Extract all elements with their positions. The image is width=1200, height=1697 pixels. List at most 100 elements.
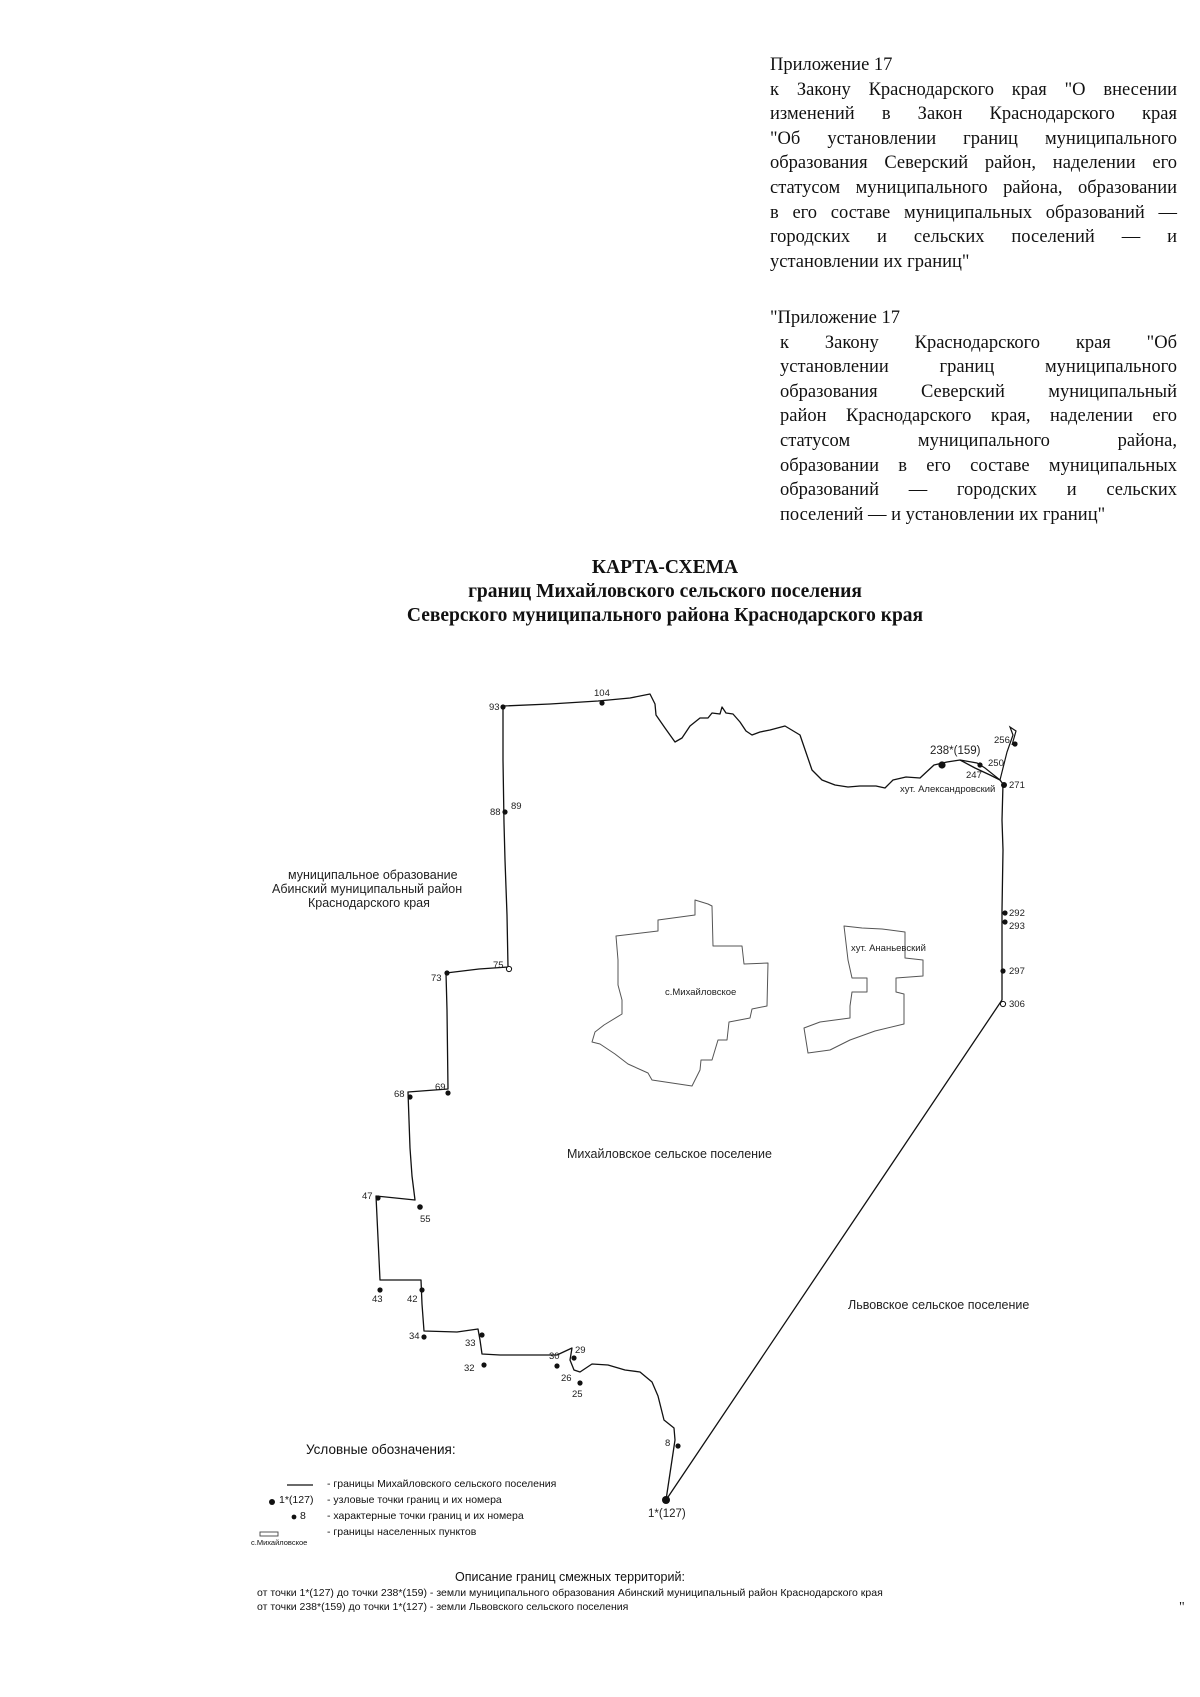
header-line: Приложение 17 [770,55,893,75]
header-line: изменений в Закон Краснодарского края [770,104,1177,125]
boundary-point-marker [375,1195,381,1201]
header-line: к Закону Краснодарского края "Об [780,332,1177,353]
boundary-point-marker [675,1443,681,1449]
legend-item-symbol-label: 1*(127) [279,1494,314,1506]
boundary-point-markers [375,700,1018,1449]
header-line: статусом муниципального района, образова… [770,177,1177,198]
boundary-point-label: 292 [1009,908,1025,919]
boundary-point-marker [1001,782,1007,788]
header-line: к Закону Краснодарского края "О внесении [770,79,1177,100]
nodal-point-marker [938,761,946,769]
boundary-point-marker [571,1355,577,1361]
boundary-point-label: 55 [420,1214,431,1225]
region-label-abinsky: Краснодарского края [308,896,430,910]
legend-item-text: - границы Михайловского сельского поселе… [327,1478,557,1490]
closing-quote-mark: " [1179,1600,1185,1615]
nodal-point-marker [662,1496,670,1504]
description-line: от точки 238*(159) до точки 1*(127) - зе… [257,1601,629,1613]
boundary-point-marker [481,1362,487,1368]
map-title-line: границ Михайловского сельского поселения [468,581,862,602]
legend-item-text: - характерные точки границ и их номера [327,1510,524,1522]
description-title: Описание границ смежных территорий: [455,1570,685,1584]
boundary-point-marker [445,1090,451,1096]
nodal-point-label: 1*(127) [648,1508,686,1520]
legend-nodal-point-symbol [269,1499,275,1505]
village-label-alexandrovsky: хут. Александровский [900,784,995,795]
header-block-appendix-amendment: Приложение 17 к Закону Краснодарского кр… [770,53,1177,274]
boundary-point-marker [479,1332,485,1338]
header-line: район Краснодарского края, наделении его [780,406,1177,427]
header-line: "Приложение 17 [770,308,900,328]
region-label-mikhailovskoe-settlement: Михайловское сельское поселение [567,1147,772,1161]
boundary-point-marker [1012,741,1018,747]
header-line: "Об установлении границ муниципального [770,128,1177,149]
boundary-point-label: 88 [490,807,501,818]
legend-village-boundary-symbol [259,1531,279,1537]
boundary-point-label: 104 [594,688,610,699]
boundary-point-label: 42 [407,1294,418,1305]
boundary-point-label: 47 [362,1191,373,1202]
boundary-point-marker [421,1334,427,1340]
boundary-point-label: 73 [431,973,442,984]
legend-item-text: - границы населенных пунктов [327,1526,477,1538]
boundary-point-marker [417,1204,423,1210]
header-line: поселений — и установлении их границ" [780,504,1106,525]
boundary-point-label: 250 [988,758,1004,769]
boundary-point-label: 306 [1009,999,1025,1010]
boundary-point-label: 29 [575,1345,586,1356]
boundary-point-label: 34 [409,1331,420,1342]
boundary-point-marker [444,970,450,976]
description-line: от точки 1*(127) до точки 238*(159) - зе… [257,1587,883,1599]
legend-title: Условные обозначения: [306,1442,456,1457]
boundary-point-marker [577,1380,583,1386]
boundary-point-label: 247 [966,770,982,781]
boundary-point-label: 271 [1009,780,1025,791]
boundary-point-marker [502,809,508,815]
legend-item-symbol-label: 8 [300,1510,306,1522]
boundary-point-label: 25 [572,1389,583,1400]
boundary-point-label: 256 [994,735,1010,746]
boundary-point-label: 33 [465,1338,476,1349]
header-line: статусом муниципального района, [780,430,1177,451]
boundary-point-label: 8 [665,1438,670,1449]
legend-item-text: - узловые точки границ и их номера [327,1494,502,1506]
header-line: установлении их границ" [770,251,970,272]
boundary-point-marker [500,704,506,710]
settlement-boundary-line [665,999,1003,1501]
boundary-point-marker [377,1287,383,1293]
settlement-boundary-line [999,779,1004,1000]
boundary-point-label: 297 [1009,966,1025,977]
boundary-point-marker [977,762,983,768]
village-label-mikhailovskoe: с.Михайловское [665,987,736,998]
boundary-point-marker [1002,919,1008,925]
map-title-line: Северского муниципального района Краснод… [406,605,924,626]
region-label-abinsky: муниципальное образование [288,868,458,882]
boundary-point-label: 69 [435,1082,446,1093]
boundary-point-marker [505,965,513,973]
header-line: образований — городских и сельских [780,480,1177,501]
header-line: в его составе муниципальных образований … [770,202,1177,223]
settlement-boundary-line [375,693,1001,1501]
boundary-point-marker [999,1000,1007,1008]
village-boundary-ananyevsky [803,925,924,1054]
map-title-line: КАРТА-СХЕМА [591,557,739,578]
map-title: КАРТА-СХЕМА границ Михайловского сельско… [0,556,1200,628]
boundary-point-label: 68 [394,1089,405,1100]
header-line: образовании в его составе муниципальных [780,455,1177,476]
village-label-ananyevsky: хут. Ананьевский [851,943,926,954]
nodal-point-label: 238*(159) [930,745,981,757]
legend-item-symbol-label: с.Михайловское [251,1538,308,1547]
boundary-point-label: 43 [372,1294,383,1305]
header-line: городских и сельских поселений — и [770,227,1177,248]
boundary-point-marker [419,1287,425,1293]
boundary-point-label: 89 [511,801,522,812]
boundary-point-label: 293 [1009,921,1025,932]
boundary-point-label: 75 [493,960,504,971]
boundary-point-marker [1002,910,1008,916]
header-line: установлении границ муниципального [780,357,1177,378]
boundary-point-label: 30 [549,1351,560,1362]
legend-boundary-point-symbol [291,1514,297,1520]
header-line: образования Северский район, наделении е… [770,153,1177,174]
boundary-point-marker [407,1094,413,1100]
